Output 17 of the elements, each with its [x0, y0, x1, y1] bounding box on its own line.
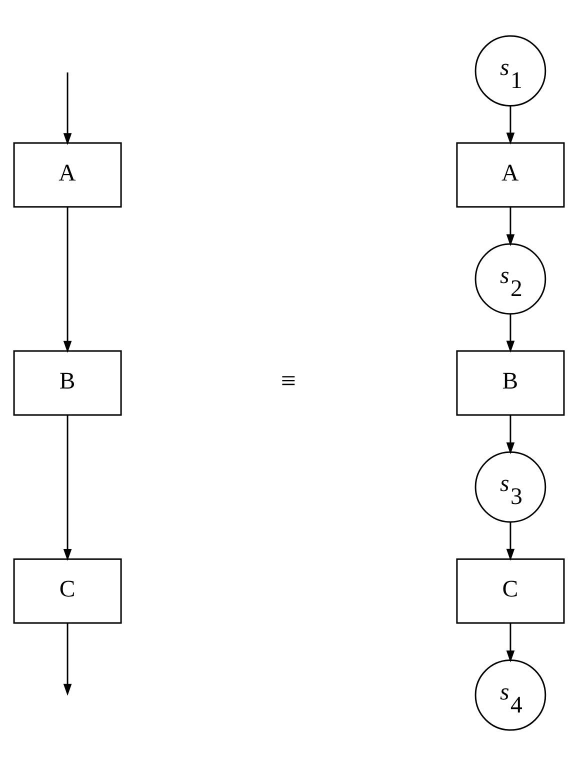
node-box: A: [456, 142, 565, 208]
arrow: [63, 414, 72, 560]
arrow: [506, 414, 515, 454]
label: ≡: [280, 365, 296, 396]
arrow: [63, 206, 72, 352]
arrow: [506, 622, 515, 662]
arrow: [506, 522, 515, 560]
arrow: [63, 622, 72, 696]
arrow: [506, 106, 515, 144]
arrow: [63, 72, 72, 145]
node-box: B: [13, 350, 122, 416]
arrow: [506, 206, 515, 246]
node-box: B: [456, 350, 565, 416]
node-box: A: [13, 142, 122, 208]
arrow: [506, 314, 515, 352]
node-box: C: [456, 558, 565, 624]
node-box: C: [13, 558, 122, 624]
